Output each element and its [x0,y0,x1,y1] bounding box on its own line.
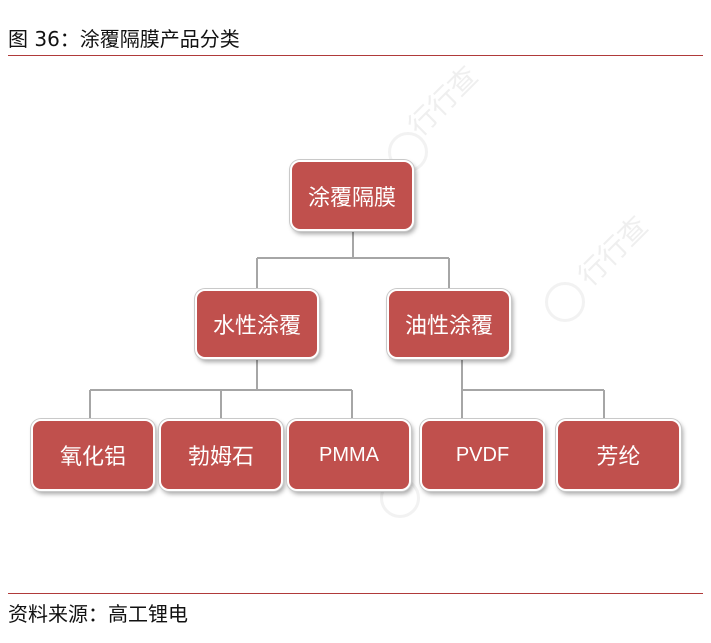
node-oil-based: 油性涂覆 [387,289,511,359]
page-title: 图 36：涂覆隔膜产品分类 [8,27,240,51]
watermark-logo-icon [545,282,585,322]
node-root: 涂覆隔膜 [290,160,414,231]
source-note: 资料来源：高工锂电 [8,602,188,626]
node-water-based: 水性涂覆 [195,289,319,359]
node-pvdf: PVDF [420,419,545,491]
source-divider [8,593,703,594]
node-pmma: PMMA [287,419,411,491]
node-aramid: 芳纶 [556,419,681,491]
node-boehmite: 勃姆石 [159,419,283,491]
node-alumina: 氧化铝 [31,419,155,491]
title-divider [8,55,703,56]
